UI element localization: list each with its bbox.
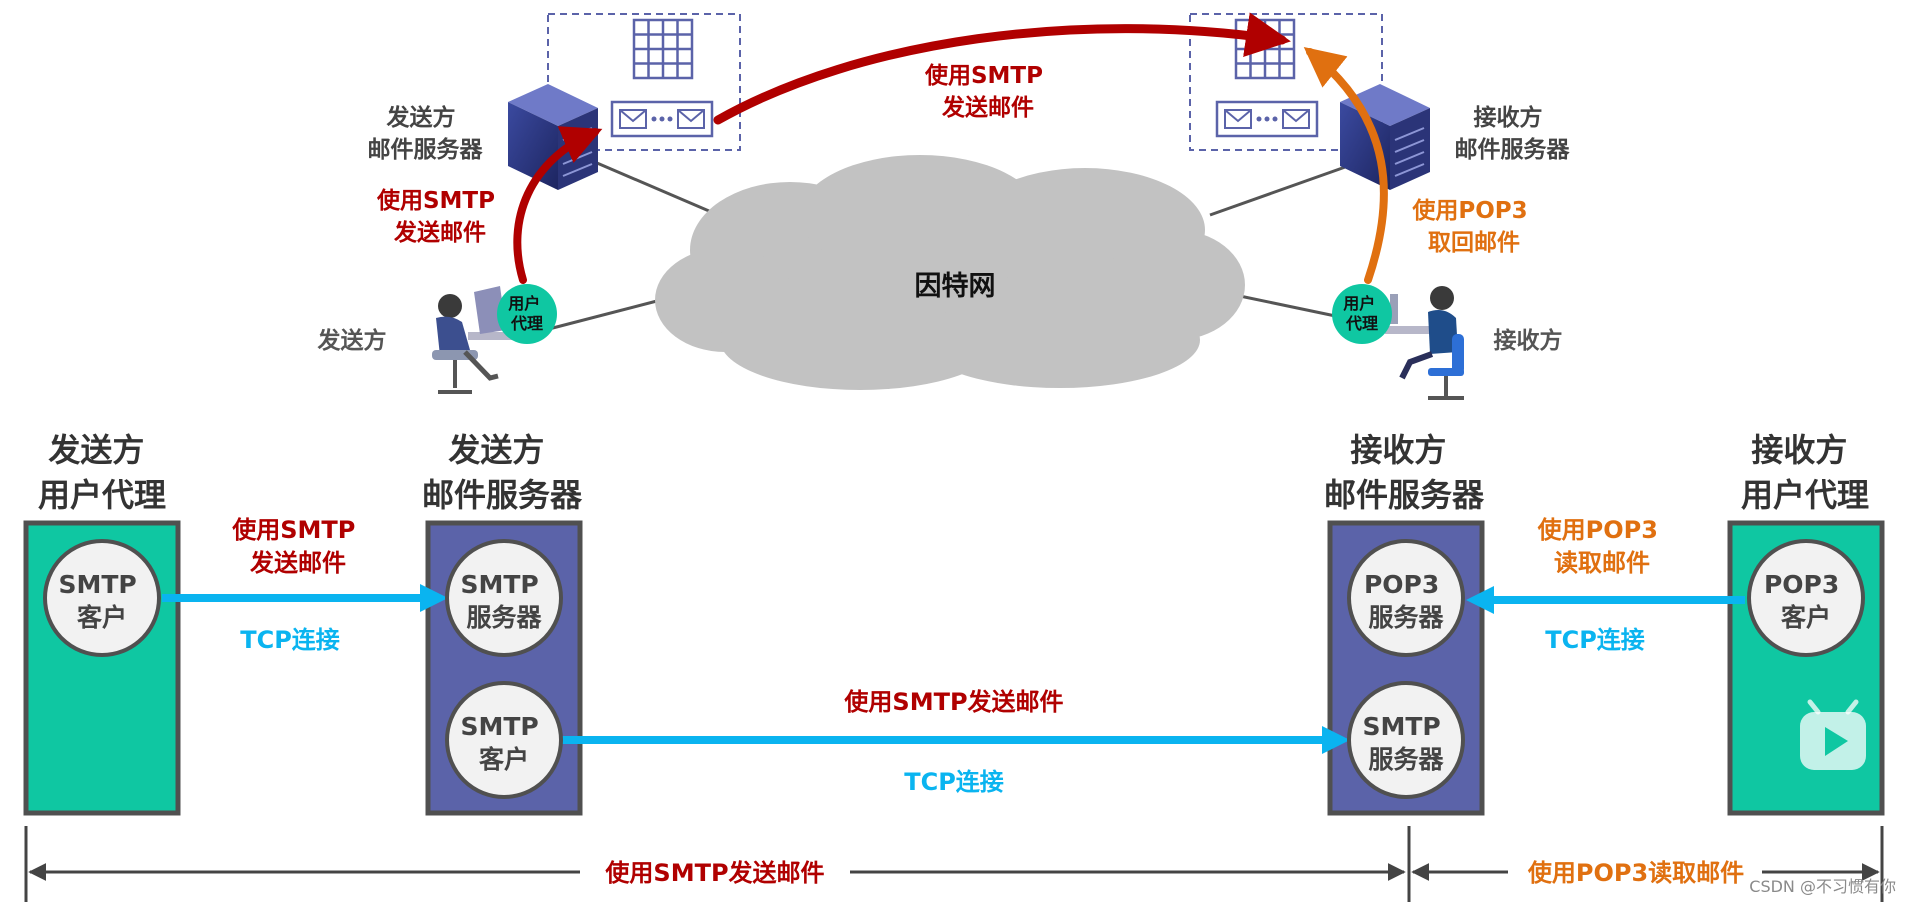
internet-label: 因特网	[915, 271, 996, 302]
internet-cloud: 因特网	[655, 155, 1245, 390]
smtp-client-circle: SMTP 客户	[43, 539, 161, 657]
svg-text:SMTP 客户: SMTP 客户	[59, 570, 146, 632]
network-links	[544, 158, 1366, 332]
tcp-link-arrow	[162, 584, 448, 612]
svg-text:用户 代理: 用户 代理	[508, 294, 546, 333]
cloud-icon	[655, 155, 1245, 390]
link1-protocol-label: 使用SMTP 发送邮件	[231, 516, 364, 577]
tcp-link-arrow	[560, 726, 1350, 754]
link3-protocol-label: 使用POP3 读取邮件	[1537, 516, 1667, 577]
pop3-fetch-label: 使用POP3 取回邮件	[1411, 198, 1535, 256]
watermark-text: CSDN @不习惯有你	[1749, 877, 1896, 896]
person-at-desk-icon	[1385, 286, 1464, 400]
col-receiver-user-agent-title: 接收方 用户代理	[1741, 431, 1869, 514]
pop3-server-circle: POP3 服务器	[1347, 539, 1465, 657]
svg-text:POP3 客户: POP3 客户	[1764, 570, 1848, 632]
pop3-span-label: 使用POP3读取邮件	[1527, 859, 1744, 887]
smtp-submit-label: 使用SMTP 发送邮件	[376, 188, 503, 246]
server-icon	[1340, 84, 1430, 190]
mailbox-icon	[632, 18, 694, 80]
envelope-icon	[677, 109, 705, 129]
receiver-user-agent-badge: 用户 代理	[1332, 284, 1392, 344]
link2-protocol-label: 使用SMTP发送邮件	[843, 688, 1063, 716]
envelope-icon	[619, 109, 647, 129]
col-sender-user-agent-title: 发送方 用户代理	[38, 431, 166, 514]
svg-text:SMTP 服务器: SMTP 服务器	[461, 570, 548, 632]
smtp-transfer-arrow	[713, 12, 1291, 125]
smtp-server-circle: SMTP 服务器	[445, 539, 563, 657]
svg-text:POP3 服务器: POP3 服务器	[1364, 570, 1448, 632]
sender-user-agent-badge: 用户 代理	[497, 284, 557, 344]
col-sender-server-title: 发送方 邮件服务器	[422, 431, 583, 514]
link2-tcp-label: TCP连接	[904, 768, 1004, 796]
svg-text:用户 代理: 用户 代理	[1343, 294, 1381, 333]
receiver-server-label: 接收方 邮件服务器	[1455, 104, 1571, 163]
receiver-label: 接收方	[1494, 327, 1563, 354]
video-player-icon[interactable]	[1800, 699, 1866, 770]
sender-label: 发送方	[317, 327, 387, 354]
sender-server-label: 发送方 邮件服务器	[368, 104, 484, 163]
span-dividers	[24, 826, 1884, 902]
network-scene: 因特网	[317, 12, 1571, 400]
link1-tcp-label: TCP连接	[240, 626, 340, 654]
mailbox-icon	[1234, 18, 1296, 80]
person-at-desk-icon	[432, 286, 530, 394]
envelope-icon	[1224, 109, 1252, 129]
pop3-client-circle: POP3 客户	[1747, 539, 1865, 657]
smtp-submit-arrow	[513, 126, 603, 284]
envelope-queue	[1215, 100, 1319, 138]
pop3-fetch-arrow	[1303, 46, 1388, 284]
protocol-diagram: 发送方 用户代理 发送方 邮件服务器 接收方 邮件服务器 接收方 用户代理	[23, 431, 1885, 902]
smtp-transfer-label: 使用SMTP 发送邮件	[924, 63, 1051, 121]
smtp-server-circle: SMTP 服务器	[1347, 681, 1465, 799]
tcp-link-arrow	[1466, 586, 1745, 614]
link3-tcp-label: TCP连接	[1545, 626, 1645, 654]
envelope-queue	[610, 100, 714, 138]
sender-mailbox	[547, 13, 741, 151]
col-receiver-server-title: 接收方 邮件服务器	[1324, 431, 1485, 514]
svg-text:SMTP 服务器: SMTP 服务器	[1363, 712, 1450, 774]
envelope-icon	[1282, 109, 1310, 129]
smtp-client-circle: SMTP 客户	[445, 681, 563, 799]
smtp-span-label: 使用SMTP发送邮件	[604, 859, 824, 887]
svg-text:SMTP 客户: SMTP 客户	[461, 712, 548, 774]
